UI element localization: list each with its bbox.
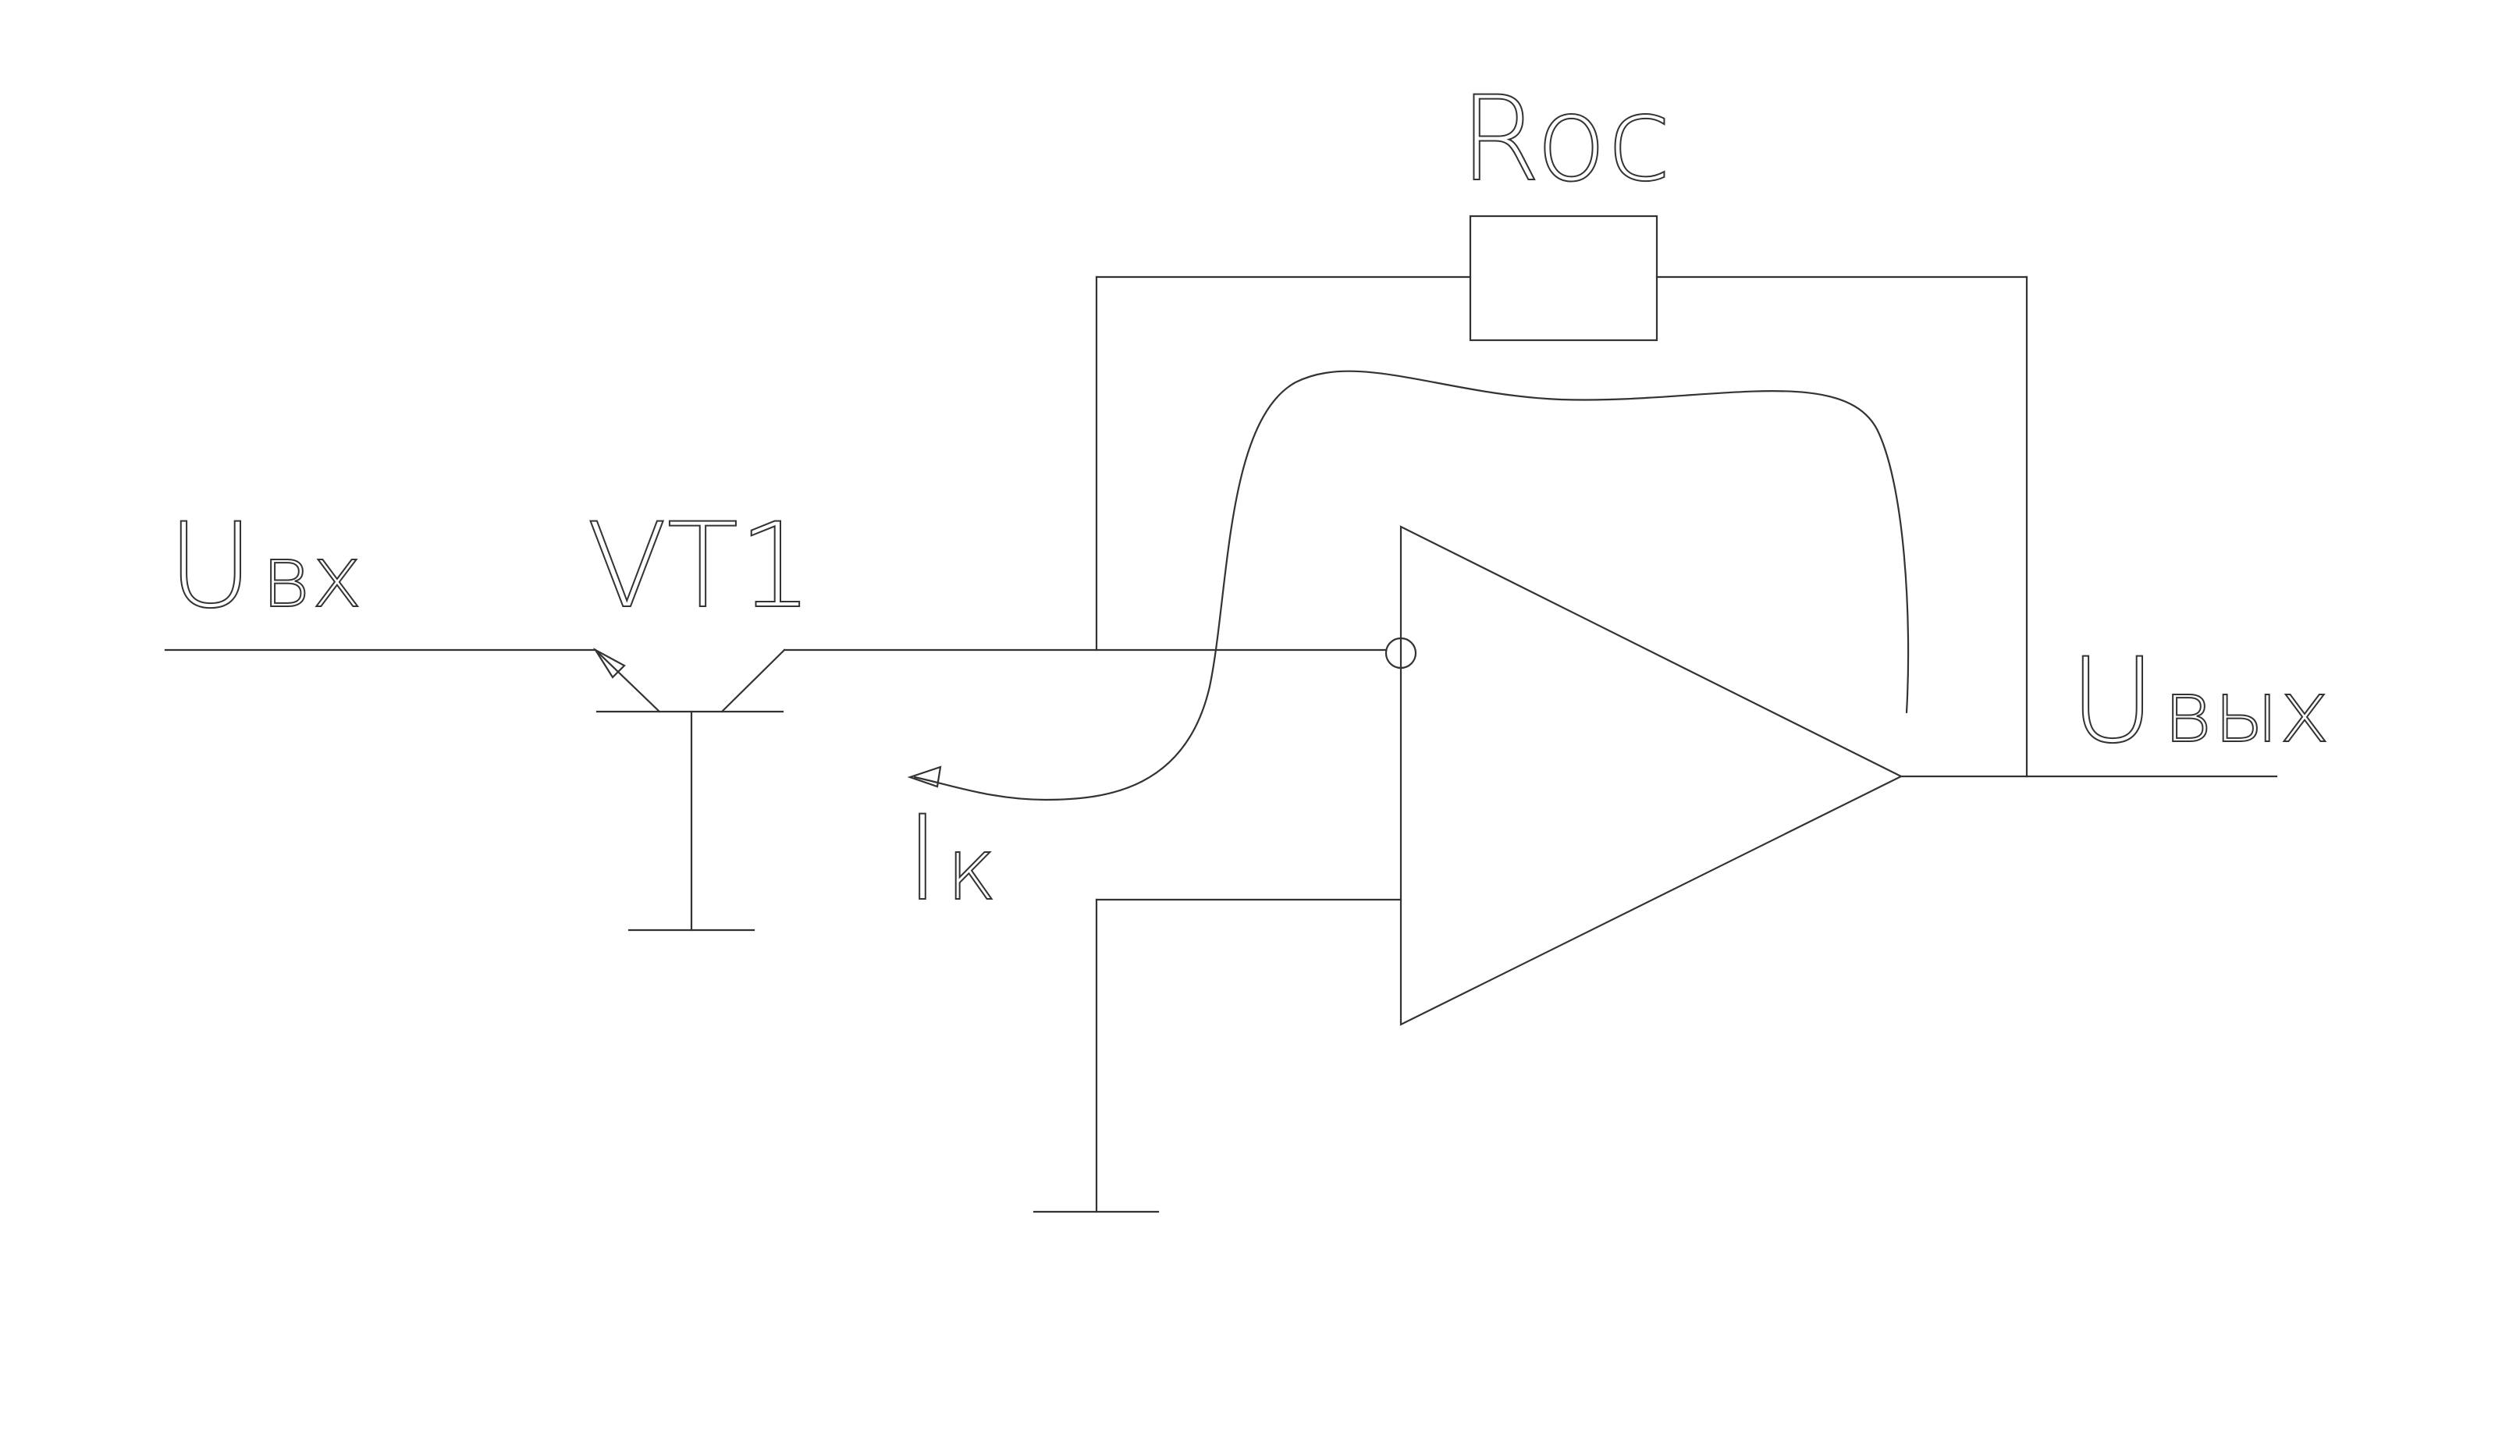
input-voltage-label: Uвх [168, 499, 362, 634]
emitter-arrow-icon [592, 648, 626, 679]
op-amp [1399, 525, 1903, 1026]
transistor-collector-leg [720, 648, 786, 713]
feedback-resistor-label: Roc [1459, 72, 1672, 208]
op-amp-triangle [1399, 525, 1903, 1026]
transistor-emitter-leg [594, 648, 661, 713]
current-arrow-icon [907, 765, 942, 788]
current-label: Iк [905, 791, 997, 927]
current-flow-curve [907, 370, 1910, 801]
feedback-path [1095, 215, 2028, 778]
feedback-resistor [1469, 215, 1658, 342]
inverting-input-wire [783, 637, 1417, 669]
transistor-vt1 [592, 648, 786, 932]
non-inverting-input-wire [1033, 898, 1402, 1213]
output-voltage-label: Uвых [2070, 634, 2330, 769]
transistor-label: VT1 [587, 499, 813, 634]
